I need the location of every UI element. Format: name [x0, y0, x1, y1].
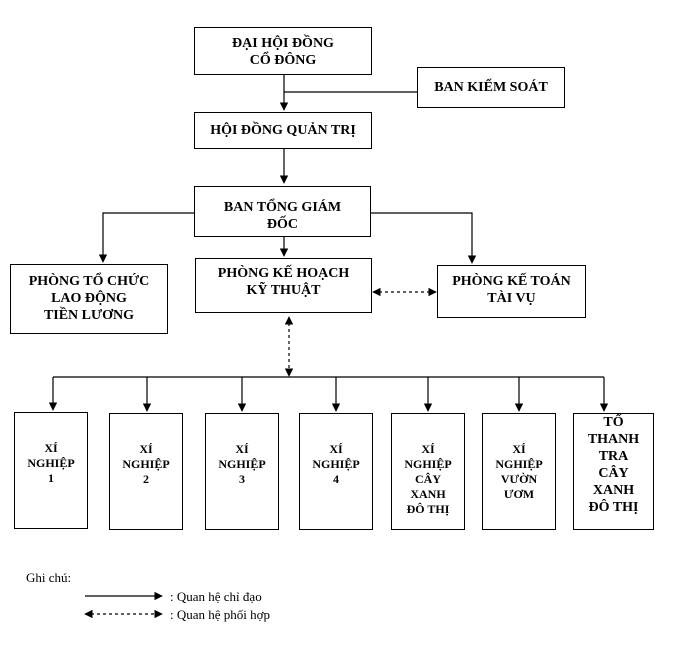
node-label: ĐẠI HỘI ĐỒNG CỔ ĐÔNG: [232, 36, 334, 68]
node-phong-to-chuc: PHÒNG TỔ CHỨC LAO ĐỘNG TIỀN LƯƠNG: [10, 264, 168, 334]
node-label: PHÒNG TỔ CHỨC LAO ĐỘNG TIỀN LƯƠNG: [28, 274, 150, 323]
node-phong-ke-hoach: PHÒNG KẾ HOẠCH KỸ THUẬT: [195, 258, 372, 313]
node-label: HỘI ĐỒNG QUẢN TRỊ: [210, 123, 356, 138]
node-ban-kiem-soat: BAN KIỂM SOÁT: [417, 67, 565, 108]
node-label: XÍ NGHIỆP 2: [122, 442, 170, 486]
node-label: PHÒNG KẾ HOẠCH KỸ THUẬT: [217, 266, 350, 298]
legend-coord-label: : Quan hệ phối hợp: [170, 607, 271, 622]
edge-tgd-ketoan: [371, 212, 477, 264]
node-xi-nghiep-2: XÍ NGHIỆP 2: [109, 413, 183, 530]
node-label: BAN TỔNG GIÁM ĐỐC: [223, 200, 342, 232]
node-label: XÍ NGHIỆP 3: [218, 442, 266, 486]
node-phong-ke-toan: PHÒNG KẾ TOÁN TÀI VỤ: [437, 265, 586, 318]
node-label: XÍ NGHIỆP VƯỜN ƯƠM: [495, 442, 543, 501]
node-label: XÍ NGHIỆP CÂY XANH ĐÔ THỊ: [404, 442, 452, 516]
node-label: BAN KIỂM SOÁT: [434, 80, 548, 95]
node-xi-nghiep-vuon-uom: XÍ NGHIỆP VƯỜN ƯƠM: [482, 413, 556, 530]
node-label: XÍ NGHIỆP 1: [27, 441, 75, 485]
node-to-thanh-tra: TỔ THANH TRA CÂY XANH ĐÔ THỊ: [573, 413, 654, 530]
legend-title: Ghi chú:: [26, 570, 72, 585]
edge-tgd-tochuc: [98, 212, 194, 263]
node-label: XÍ NGHIỆP 4: [312, 442, 360, 486]
node-xi-nghiep-4: XÍ NGHIỆP 4: [299, 413, 373, 530]
legend-direct-label: : Quan hệ chỉ đạo: [170, 589, 262, 604]
node-xi-nghiep-cay-xanh: XÍ NGHIỆP CÂY XANH ĐÔ THỊ: [391, 413, 465, 530]
node-xi-nghiep-3: XÍ NGHIỆP 3: [205, 413, 279, 530]
node-hoi-dong-quan-tri: HỘI ĐỒNG QUẢN TRỊ: [194, 112, 372, 149]
node-dai-hoi-dong-co-dong: ĐẠI HỘI ĐỒNG CỔ ĐÔNG: [194, 27, 372, 75]
node-label: TỔ THANH TRA CÂY XANH ĐÔ THỊ: [587, 415, 640, 515]
node-xi-nghiep-1: XÍ NGHIỆP 1: [14, 412, 88, 529]
node-ban-tong-giam-doc: BAN TỔNG GIÁM ĐỐC: [194, 186, 371, 237]
node-label: PHÒNG KẾ TOÁN TÀI VỤ: [452, 274, 571, 306]
